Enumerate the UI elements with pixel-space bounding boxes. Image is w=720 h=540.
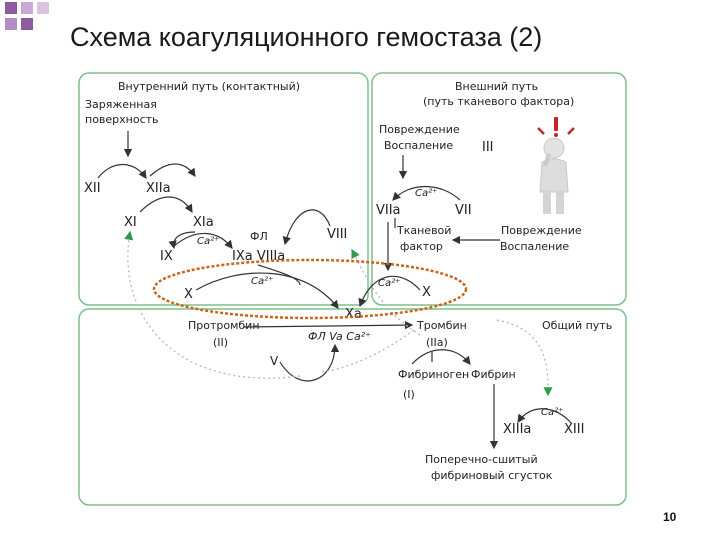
feedback-thrombin-to-v: [319, 329, 415, 373]
factor-x-left: X: [184, 287, 193, 302]
arrow-ixa-to-xa: [257, 264, 301, 286]
intrinsic-title: Внутренний путь (контактный): [118, 80, 300, 93]
calcium-x: Ca²⁺: [251, 276, 273, 287]
arrow-ix-activation: [173, 232, 233, 249]
factor-x-right: X: [422, 285, 431, 300]
factor-xiiia: XIIIa: [503, 422, 531, 437]
charged-surface-line2: поверхность: [85, 113, 159, 126]
deco-square: [21, 2, 33, 14]
arrow-xiii-activation: [517, 408, 573, 425]
roman-three: III: [482, 140, 494, 155]
tissue-factor-line2: фактор: [400, 240, 443, 253]
highlight-ellipse: [152, 258, 468, 320]
arrow-xia-to-ix: [168, 231, 196, 250]
arrow-vii-to-viia: [392, 185, 461, 201]
factor-viii: VIII: [327, 227, 347, 242]
calcium-ix: Ca²⁺: [197, 236, 219, 247]
fibrin: Фибрин: [471, 368, 516, 381]
clot-line2: фибриновый сгусток: [431, 469, 553, 482]
factor-xia: XIa: [193, 215, 214, 230]
exclamation-icon: [537, 117, 575, 137]
deco-square: [5, 18, 17, 30]
injury-mid-line1: Повреждение: [501, 224, 582, 237]
arrow-viii-to-ixa: [282, 209, 331, 246]
injury-mid-line2: Воспаление: [500, 240, 569, 253]
fibrinogen-number: (I): [403, 388, 415, 401]
factor-xi: XI: [124, 215, 137, 230]
factor-fl-va-ca: ФЛ Va Ca²⁺: [308, 330, 371, 343]
arrow-xi-activation: [139, 196, 193, 214]
prothrombin-number: (II): [213, 336, 228, 349]
injury-top-line2: Воспаление: [384, 139, 453, 152]
feedback-thrombin-to-viii: [351, 248, 421, 336]
feedback-thrombin-to-xiii: [496, 319, 553, 397]
factor-xiii: XIII: [564, 422, 584, 437]
factor-xiia: XIIa: [146, 181, 171, 196]
common-title: Общий путь: [542, 319, 612, 332]
extrinsic-title-line2: (путь тканевого фактора): [423, 95, 574, 108]
calcium-xiii: Ca²⁺: [541, 407, 563, 418]
clot-line1: Поперечно-сшитый: [425, 453, 538, 466]
arrow-xiia-curve: [149, 163, 196, 177]
corner-decoration: [0, 0, 60, 40]
arrow-prothrombin-to-thrombin: [242, 320, 414, 330]
arrow-xr-to-xa: [358, 275, 421, 308]
calcium-x-right: Ca²⁺: [378, 278, 400, 289]
arrow-x-to-xa: [195, 272, 339, 309]
intrinsic-panel: [78, 72, 369, 306]
injury-top-line1: Повреждение: [379, 123, 460, 136]
factor-viia: VIIa: [376, 203, 401, 218]
prothrombin: Протромбин: [188, 319, 260, 332]
factor-fl-top: ФЛ: [250, 230, 268, 243]
arrow-v-to-va: [279, 343, 340, 382]
extrinsic-panel: [371, 72, 627, 306]
factor-xa: Xa: [345, 307, 362, 322]
deco-square: [5, 2, 17, 14]
fibrinogen: Фибриноген: [398, 368, 469, 381]
common-panel: [78, 308, 627, 506]
charged-surface-line1: Заряженная: [85, 98, 157, 111]
arrow-xii-activation: [97, 164, 147, 179]
extrinsic-title-line1: Внешний путь: [455, 80, 538, 93]
calcium-vii: Ca²⁺: [415, 188, 437, 199]
factor-xii: XII: [84, 181, 101, 196]
slide-title: Схема коагуляционного гемостаза (2): [70, 22, 543, 52]
arrow-fibrinogen-to-fibrin: [411, 349, 471, 365]
factor-v: V: [270, 354, 279, 368]
factor-ix: IX: [160, 249, 173, 264]
thinking-person-icon: [539, 137, 569, 214]
thrombin-number: (IIa): [426, 336, 448, 349]
page-number: 10: [663, 510, 677, 524]
deco-square: [21, 18, 33, 30]
tissue-factor-line1: Тканевой: [396, 224, 451, 237]
factor-vii: VII: [455, 203, 472, 218]
deco-square: [37, 2, 49, 14]
thrombin: Тромбин: [416, 319, 467, 332]
